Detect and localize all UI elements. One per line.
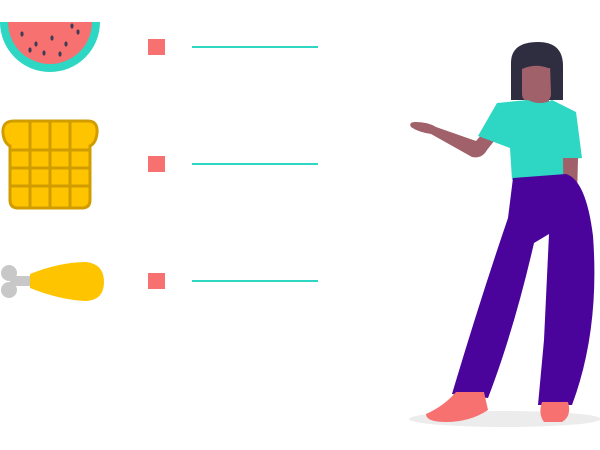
pointing-arm bbox=[410, 122, 498, 158]
bullet-square bbox=[148, 156, 165, 172]
face bbox=[522, 64, 551, 103]
bullet-square bbox=[148, 273, 165, 289]
shirt bbox=[478, 100, 582, 180]
pants bbox=[452, 174, 595, 405]
bullet-square bbox=[148, 39, 165, 55]
waffle-icon bbox=[1, 119, 99, 210]
right-shoe bbox=[540, 402, 570, 422]
list-item-drumstick bbox=[1, 262, 318, 301]
drumstick-icon bbox=[1, 262, 104, 301]
list-item-watermelon bbox=[0, 22, 318, 72]
watermelon-icon bbox=[0, 22, 100, 72]
list-item-waffle bbox=[1, 119, 318, 210]
woman-presenting-illustration bbox=[409, 42, 600, 427]
left-shoe bbox=[426, 392, 488, 422]
